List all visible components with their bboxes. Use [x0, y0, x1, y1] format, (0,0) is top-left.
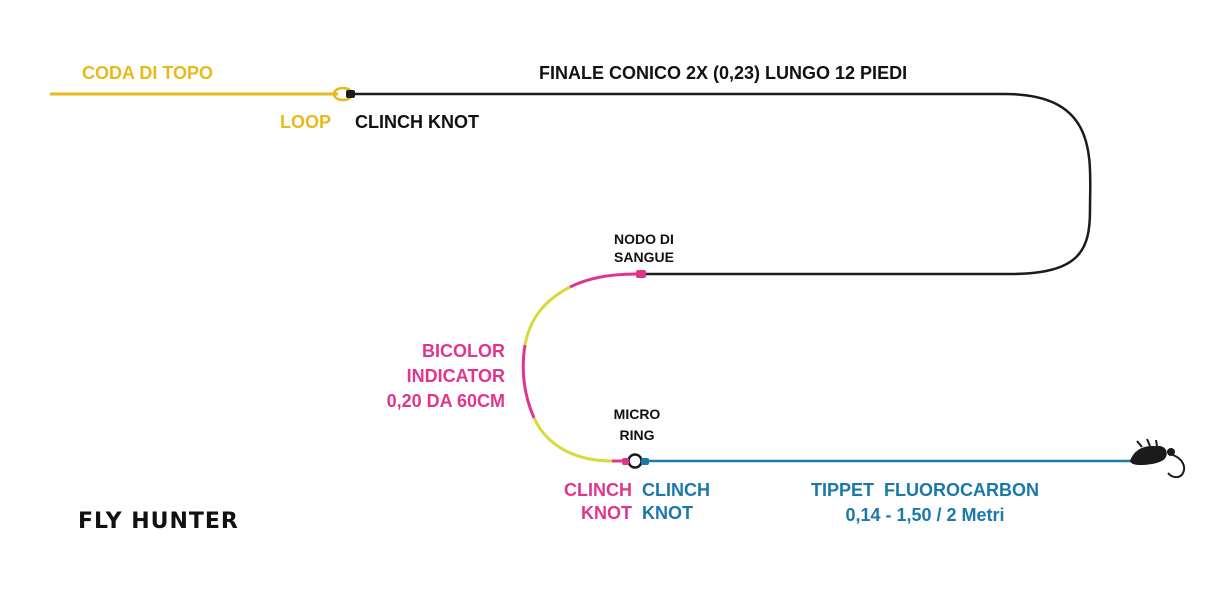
- clinch-knot-top-label: CLINCH KNOT: [355, 112, 479, 132]
- micro-ring-label-line1: MICRO: [614, 406, 661, 422]
- blood-knot-label-line2: SANGUE: [614, 249, 674, 265]
- blood-knot-marker-icon: [636, 270, 646, 278]
- indicator-label-line1: BICOLOR: [422, 341, 505, 361]
- leader-title-label: FINALE CONICO 2X (0,23) LUNGO 12 PIEDI: [539, 63, 907, 83]
- micro-ring-label-line2: RING: [620, 427, 655, 443]
- clinch-knot-marker-icon: [346, 90, 355, 98]
- tapered-leader: [352, 92, 1092, 276]
- clinch-knot-right-label-line1: CLINCH: [642, 480, 710, 500]
- blood-knot-label-line1: NODO DI: [614, 231, 674, 247]
- indicator-pink-segment-middle: [521, 344, 536, 419]
- indicator-label-line2: INDICATOR: [407, 366, 505, 386]
- nymph-fly-icon: [1130, 438, 1186, 479]
- loop-label: LOOP: [280, 112, 331, 132]
- indicator-yellow-segment-top: [523, 285, 571, 346]
- fly-line-label: CODA DI TOPO: [82, 63, 213, 83]
- tippet-label-line2: 0,14 - 1,50 / 2 Metri: [845, 505, 1004, 525]
- micro-ring-icon: [627, 453, 643, 469]
- brand-logo-text: FLY HUNTER: [78, 509, 239, 534]
- indicator-label-line3: 0,20 DA 60CM: [387, 391, 505, 411]
- tippet-label-line1: TIPPET FLUOROCARBON: [811, 480, 1039, 500]
- clinch-knot-left-marker-icon: [622, 458, 629, 465]
- clinch-knot-left-label-line1: CLINCH: [564, 480, 632, 500]
- indicator-yellow-segment-bottom: [532, 417, 613, 463]
- clinch-knot-right-label-line2: KNOT: [642, 503, 693, 523]
- clinch-knot-right-marker-icon: [641, 458, 649, 465]
- indicator-pink-segment-top: [569, 272, 637, 289]
- clinch-knot-left-label-line2: KNOT: [581, 503, 632, 523]
